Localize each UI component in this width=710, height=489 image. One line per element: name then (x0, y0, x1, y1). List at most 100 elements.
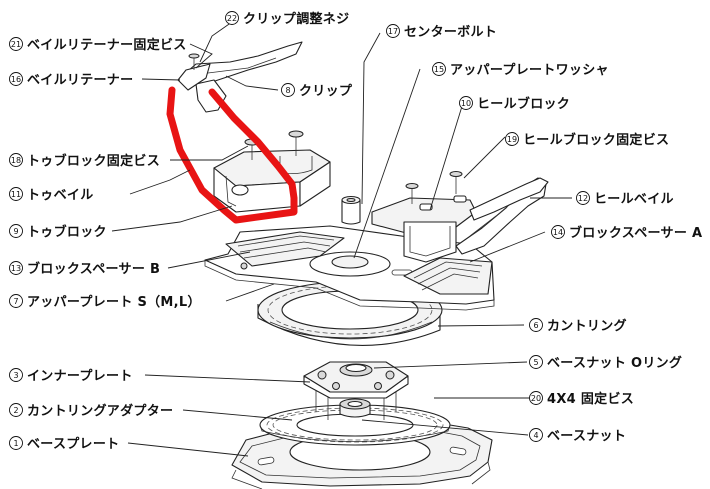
label-number-circle (529, 318, 543, 332)
label-number: 6 (533, 321, 538, 330)
label-text: ベースプレート (27, 437, 119, 452)
label-toe-bail: 11 トゥベイル (9, 187, 94, 203)
label-number-circle (505, 132, 519, 146)
label-text: トゥブロック (27, 224, 107, 240)
label-number: 13 (11, 264, 21, 273)
label-text: ベイルリテーナー (27, 73, 133, 88)
label-toe-block-screw: 18 トゥブロック固定ビス (9, 153, 160, 169)
label-number-circle (386, 24, 400, 38)
label-text: インナープレート (27, 369, 133, 384)
label-number-circle (576, 191, 590, 205)
label-text: アッパープレート S（M,L） (27, 294, 201, 310)
label-text: ヒールブロック (477, 96, 570, 112)
label-text: クリップ調整ネジ (243, 11, 349, 27)
center-bolt-part (341, 195, 361, 225)
clip-part (177, 41, 303, 113)
label-number: 7 (13, 297, 18, 306)
label-inner-plate: 3 インナープレート (9, 368, 133, 384)
cant-ring-adapter-part (259, 404, 451, 446)
label-text: ベイルリテーナー固定ビス (27, 37, 187, 53)
label-number: 12 (578, 194, 588, 203)
label-number-circle (9, 403, 23, 417)
label-text: クリップ (299, 84, 353, 99)
label-text: アッパープレートワッシャ (450, 63, 609, 78)
label-text: ブロックスペーサー B (27, 261, 160, 277)
label-text: センターボルト (404, 24, 497, 40)
label-toe-block: 9 トゥブロック (9, 224, 107, 240)
label-text: トゥベイル (27, 188, 94, 203)
label-number: 3 (13, 371, 18, 380)
label-number-circle (9, 368, 23, 382)
label-heel-bail: 12 ヒールベイル (576, 191, 674, 207)
label-text: カントリング (547, 318, 627, 334)
label-heel-block: 10 ヒールブロック (459, 96, 570, 112)
label-number: 1 (13, 439, 18, 448)
base-nut-part (339, 398, 371, 418)
label-text: カントリングアダプター (27, 403, 173, 419)
heel-block-part (371, 171, 477, 263)
label-number-circle (432, 62, 446, 76)
label-number-circle (459, 96, 473, 110)
toe-block-part (213, 130, 331, 213)
label-number-circle (9, 294, 23, 308)
label-bail-retainer-screw: 21 ベイルリテーナー固定ビス (9, 37, 187, 53)
label-number: 22 (227, 14, 237, 23)
label-number-circle (529, 355, 543, 369)
label-bail-retainer: 16 ベイルリテーナー (9, 72, 133, 88)
label-number: 14 (553, 228, 563, 237)
label-base-nut-o-ring: 5 ベースナット Oリング (529, 355, 682, 371)
label-text: ベースナット (547, 429, 626, 444)
label-number-circle (9, 37, 23, 51)
block-spacer-a-part (403, 257, 493, 295)
label-number: 11 (11, 190, 21, 199)
label-number: 15 (434, 65, 444, 74)
label-number-circle (551, 225, 565, 239)
label-number-circle (9, 436, 23, 450)
inner-plate-part (303, 361, 409, 420)
label-number: 16 (11, 75, 21, 84)
label-cant-ring: 6 カントリング (529, 318, 627, 334)
label-number: 10 (461, 99, 471, 108)
label-number: 8 (285, 86, 290, 95)
label-block-spacer-b: 13 ブロックスペーサー B (9, 261, 160, 277)
label-number-circle (281, 83, 295, 97)
label-clip: 8 クリップ (281, 83, 353, 99)
label-number-circle (9, 261, 23, 275)
label-number-circle (225, 11, 239, 25)
label-clip-adjust-screw: 22 クリップ調整ネジ (225, 11, 349, 27)
toe-bail-highlight (166, 86, 298, 224)
label-text: ヒールベイル (594, 192, 674, 207)
heel-bail-part (455, 177, 549, 255)
label-base-nut: 4 ベースナット (529, 428, 626, 444)
label-upper-plate-washer: 15 アッパープレートワッシャ (432, 62, 609, 78)
label-number-circle (9, 187, 23, 201)
label-number: 5 (533, 358, 538, 367)
label-number: 17 (388, 27, 398, 36)
label-number-circle (9, 72, 23, 86)
label-number-circle (529, 428, 543, 442)
label-number-circle (9, 153, 23, 167)
label-text: トゥブロック固定ビス (27, 153, 160, 169)
label-text: 4X4 固定ビス (547, 391, 634, 407)
label-fixing-screw-4x4: 20 4X4 固定ビス (529, 391, 634, 407)
label-center-bolt: 17 センターボルト (386, 24, 497, 40)
label-number: 4 (533, 431, 538, 440)
label-text: ベースナット Oリング (547, 355, 682, 371)
label-number-circle (529, 391, 543, 405)
label-number: 21 (11, 40, 21, 49)
label-number-circle (9, 224, 23, 238)
label-text: ヒールブロック固定ビス (523, 132, 669, 148)
label-cant-ring-adapter: 2 カントリングアダプター (9, 403, 173, 419)
label-number: 9 (13, 227, 18, 236)
label-number: 19 (507, 135, 517, 144)
label-heel-block-screw: 19 ヒールブロック固定ビス (505, 132, 669, 148)
label-number: 18 (11, 156, 21, 165)
label-upper-plate-s: 7 アッパープレート S（M,L） (9, 294, 201, 310)
leader-lines (111, 21, 572, 457)
label-base-plate: 1 ベースプレート (9, 436, 119, 452)
label-number: 20 (531, 394, 541, 403)
label-number: 2 (13, 406, 18, 415)
